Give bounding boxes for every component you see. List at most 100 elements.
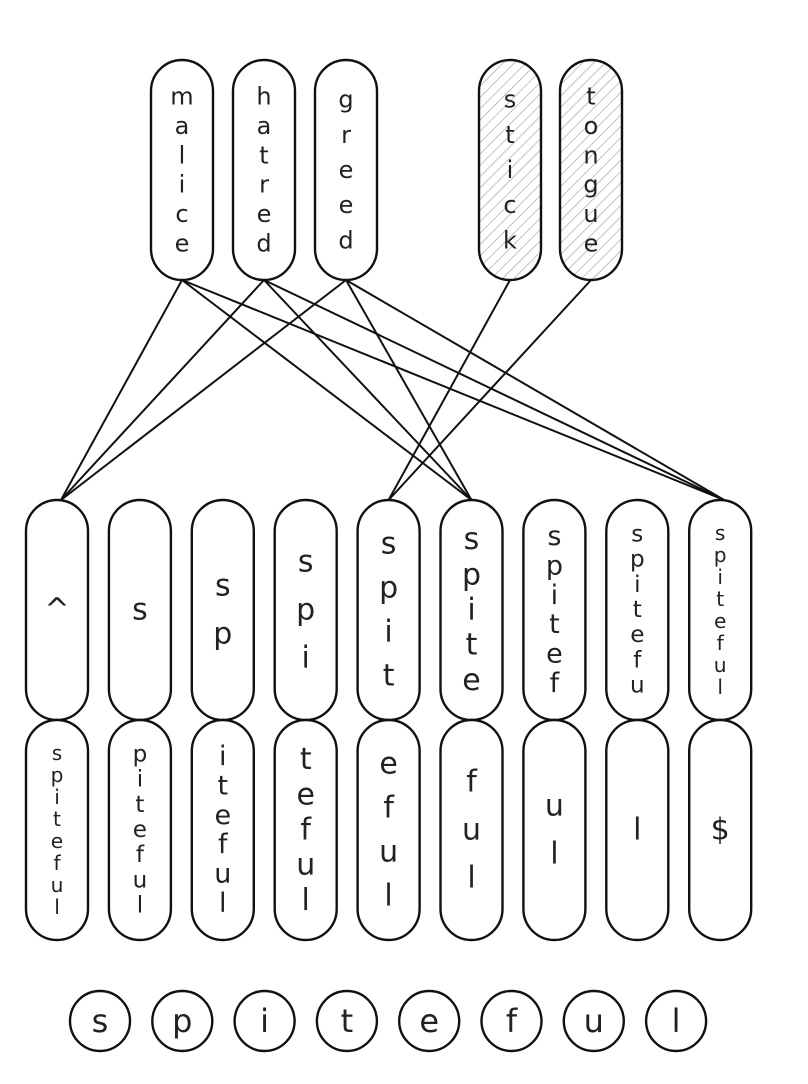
prefix-letter: s — [631, 522, 643, 548]
suffix-letter: u — [545, 789, 564, 824]
prefix-letter: s — [464, 522, 480, 557]
suffix-letter: l — [302, 883, 310, 918]
prefix-letter: ^ — [44, 593, 69, 628]
suffix-letter: e — [379, 747, 397, 782]
link-line — [263, 279, 725, 501]
prefix-letter: i — [634, 572, 640, 598]
suffix-pill — [24, 718, 90, 942]
letter-label: t — [341, 1002, 354, 1040]
letter-circle — [151, 989, 214, 1053]
concept-letter: t — [259, 141, 268, 169]
suffix-letter: i — [54, 785, 60, 809]
concept-letter: r — [259, 171, 269, 199]
suffix-letter: u — [379, 835, 398, 870]
suffix-letter: f — [136, 842, 145, 868]
letter-label: f — [506, 1002, 518, 1040]
suffix-letter: u — [462, 813, 481, 848]
suffix-letter: u — [133, 867, 148, 893]
suffix-letter: e — [133, 817, 147, 843]
concept-letter: d — [256, 229, 271, 257]
concept-letter: e — [175, 229, 190, 257]
letter-node: e — [398, 989, 461, 1053]
link-line — [181, 279, 473, 501]
concept-letter: e — [257, 200, 272, 228]
concept-letter: i — [179, 171, 186, 199]
suffix-pill — [688, 718, 753, 942]
prefix-letter: e — [462, 663, 480, 698]
letter-circle — [644, 989, 708, 1053]
suffix-letter: l — [54, 895, 60, 919]
prefix-letter: u — [714, 653, 727, 677]
concept-letter: e — [584, 229, 599, 257]
suffix-letter: p — [133, 742, 148, 768]
suffix-letter: u — [214, 859, 231, 890]
link-line — [181, 279, 725, 501]
prefix-letter: s — [381, 527, 397, 562]
link-line — [387, 279, 511, 501]
suffix-letter: f — [53, 851, 61, 875]
suffix-letter: t — [218, 771, 229, 802]
letter-label: i — [260, 1002, 269, 1040]
link-line — [387, 279, 592, 501]
letter-circle — [480, 989, 543, 1053]
prefix-letter: l — [717, 675, 723, 699]
prefix-letter: s — [298, 545, 314, 580]
prefix-letter: s — [132, 593, 148, 628]
suffix-letter: f — [218, 829, 229, 860]
suffix-letter: s — [52, 741, 63, 765]
suffix-letter: l — [467, 861, 475, 896]
prefix-letter: s — [715, 521, 726, 545]
suffix-letter: u — [296, 848, 315, 883]
link-lines — [60, 279, 725, 501]
prefix-letter: t — [549, 609, 560, 640]
suffix-letter: $ — [711, 813, 730, 848]
concept-letter: s — [504, 86, 517, 114]
prefix-letter: p — [296, 593, 315, 628]
suffix-pill — [605, 718, 670, 942]
letter-node: l — [644, 989, 708, 1053]
prefix-letter: i — [302, 641, 310, 676]
letter-node: p — [151, 989, 214, 1053]
prefix-letter: f — [633, 647, 642, 673]
prefix-letter: t — [716, 587, 724, 611]
suffix-letter: t — [300, 742, 312, 777]
letter-node: i — [233, 989, 296, 1053]
concept-pill — [231, 58, 297, 282]
letter-node: t — [315, 989, 379, 1053]
concept-letter: g — [583, 171, 598, 199]
concept-letter: r — [341, 121, 351, 149]
suffix-letter: u — [51, 873, 64, 897]
letter-label: p — [172, 1002, 192, 1040]
concept-letter: g — [338, 86, 353, 114]
concept-letter: c — [503, 191, 516, 219]
concept-letter: t — [505, 121, 514, 149]
link-line — [263, 279, 473, 501]
concept-pill — [313, 58, 379, 282]
suffix-letter: i — [137, 767, 143, 793]
suffix-pill — [107, 718, 173, 942]
prefix-letter: p — [714, 543, 727, 567]
suffix-pill — [190, 718, 256, 942]
prefix-pill — [190, 498, 256, 722]
suffix-pill — [522, 718, 587, 942]
suffix-pill — [356, 718, 421, 942]
letter-circle — [562, 989, 625, 1053]
prefix-letter: p — [546, 551, 563, 582]
suffix-letter: l — [384, 879, 392, 914]
concept-letter: e — [339, 191, 354, 219]
concept-pill — [149, 58, 215, 282]
prefix-letter: i — [467, 593, 475, 628]
suffix-letter: f — [466, 765, 478, 800]
letter-label: u — [584, 1002, 604, 1040]
prefix-letter: e — [630, 622, 644, 648]
prefix-letter: i — [717, 565, 723, 589]
suffix-pill — [439, 718, 504, 942]
